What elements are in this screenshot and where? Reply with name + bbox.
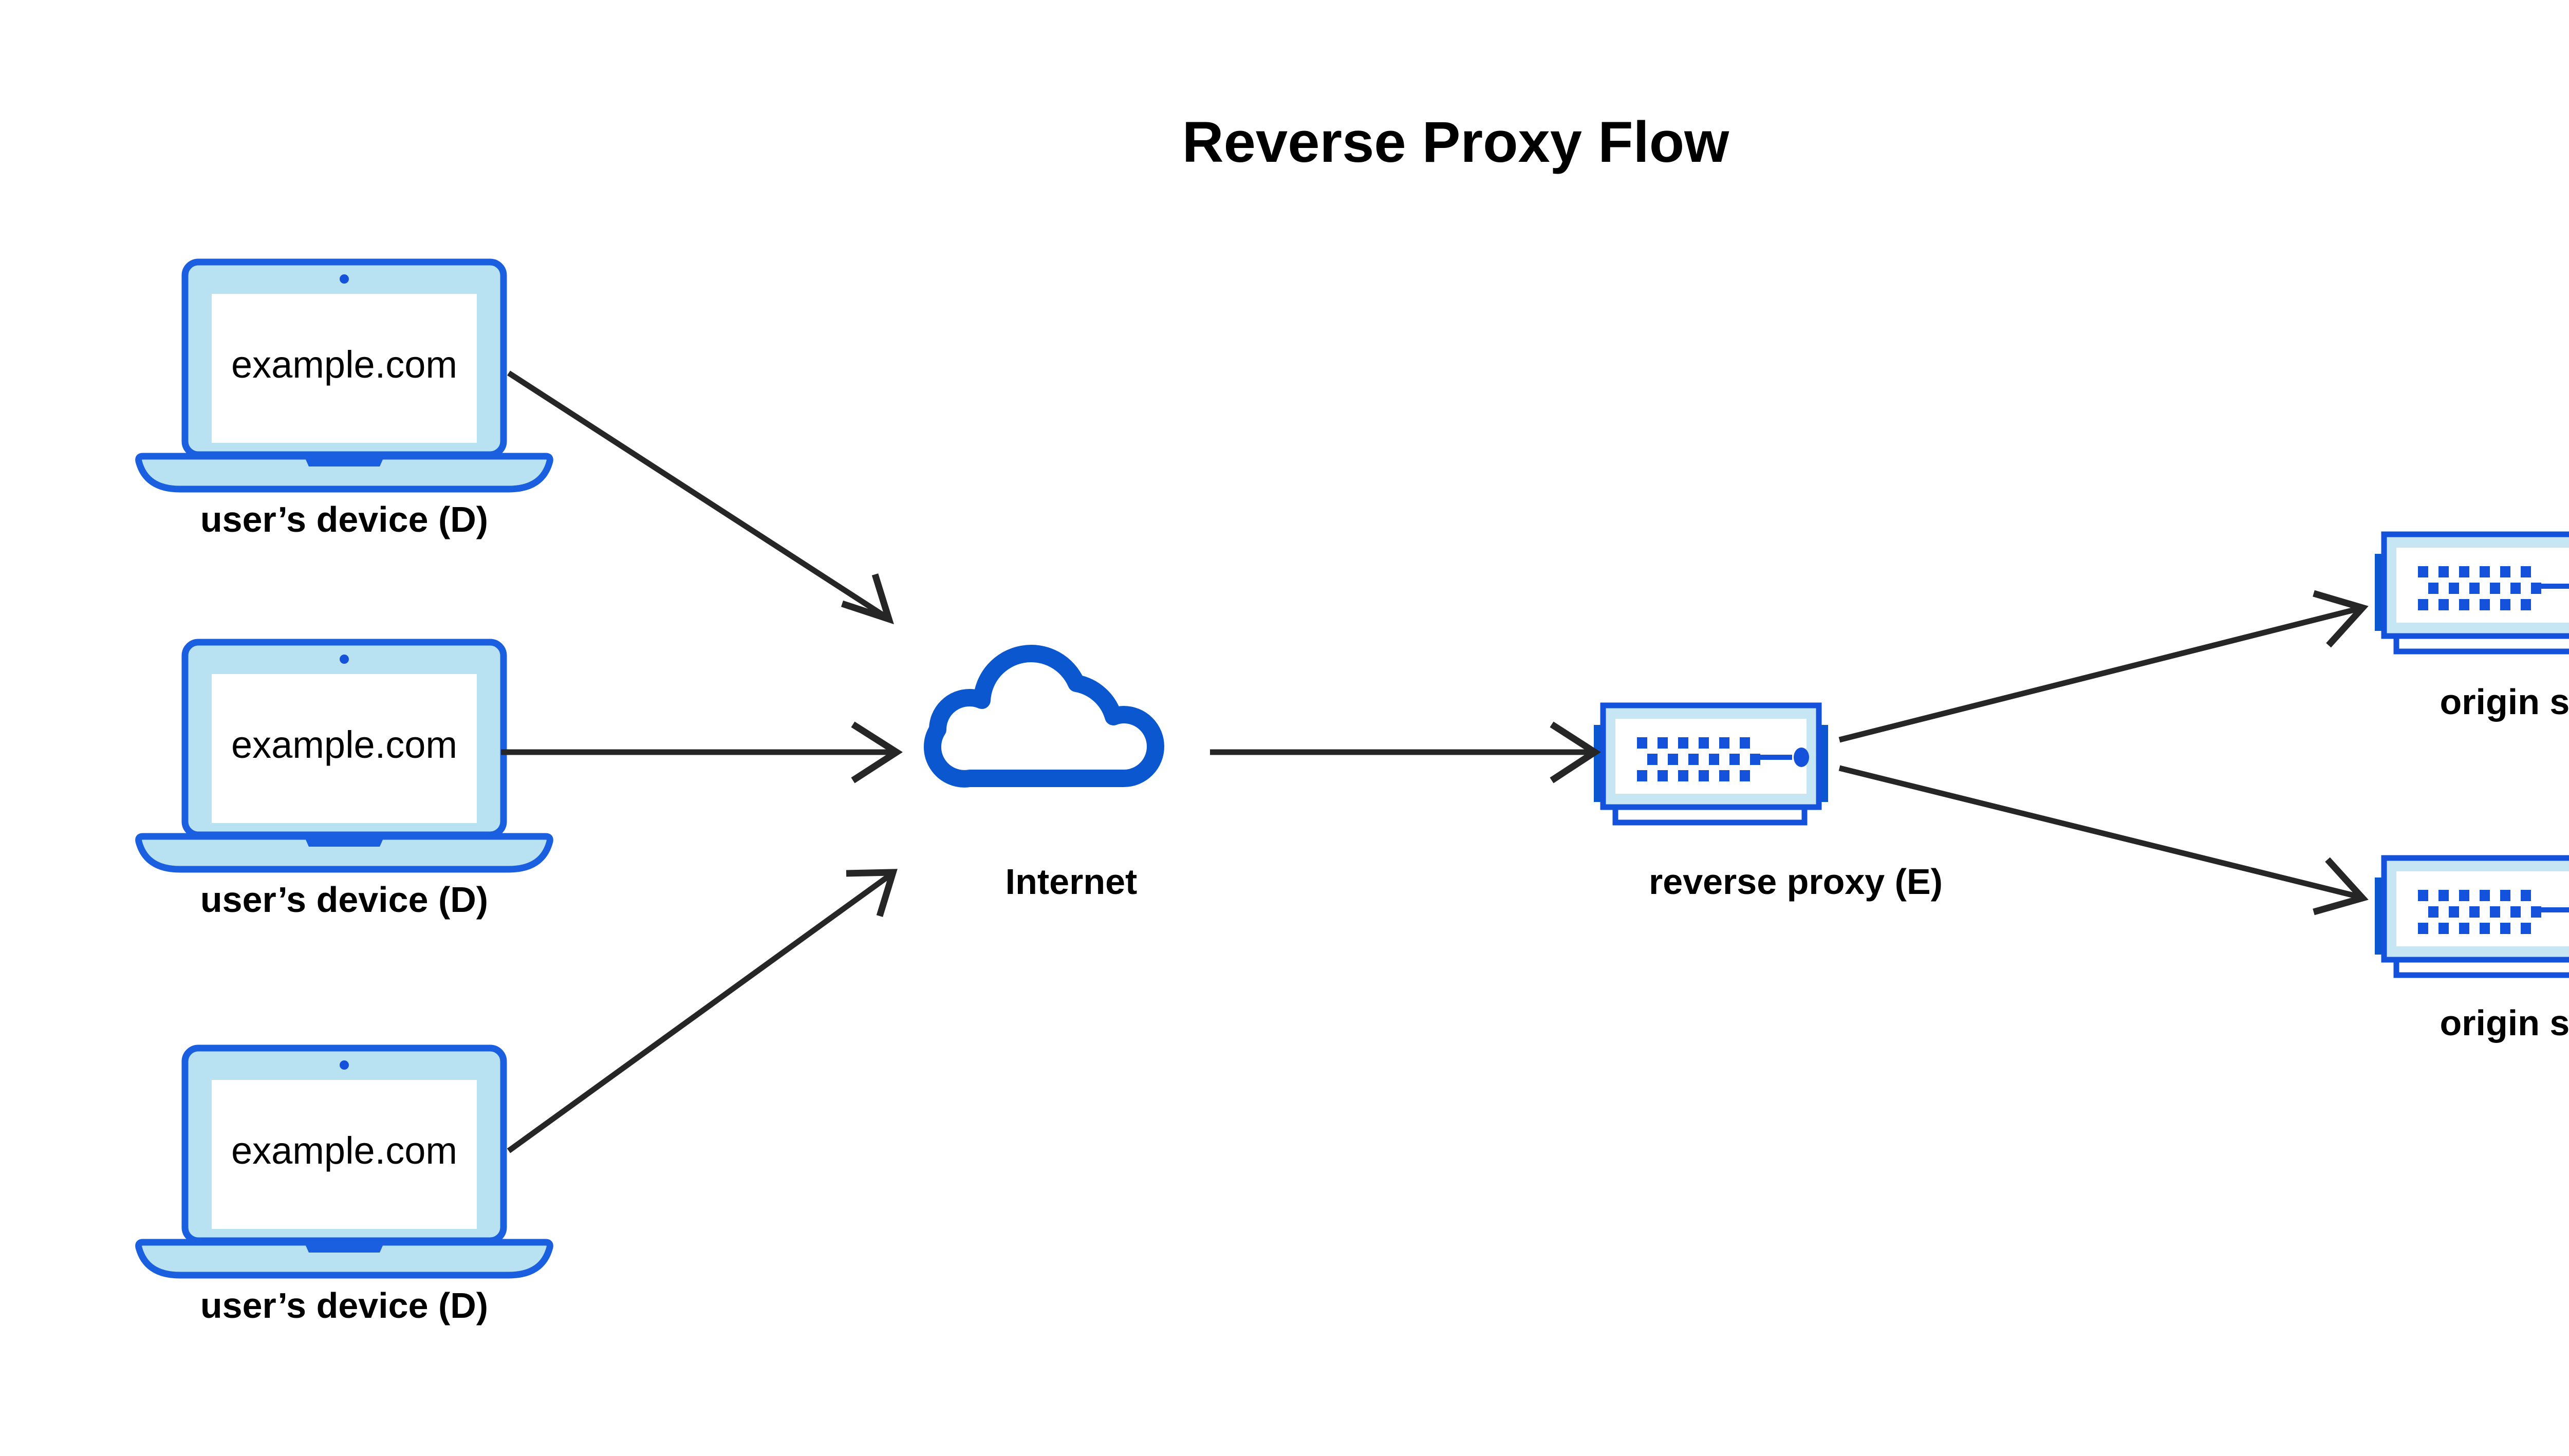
reverse-proxy-node[interactable]: reverse proxy (E) — [1594, 705, 1943, 902]
arrow-client3-to-internet — [507, 869, 898, 1153]
origin-server-label-2: origin server (F) — [2440, 1003, 2569, 1043]
internet-node[interactable]: Internet — [933, 654, 1156, 902]
page-title: Reverse Proxy Flow — [1182, 110, 1729, 174]
arrow-proxy-to-origin-2 — [1838, 765, 2369, 916]
reverse-proxy-label: reverse proxy (E) — [1649, 862, 1943, 902]
client-screen-text-3: example.com — [231, 1129, 457, 1172]
arrow-client2-to-internet — [501, 721, 903, 783]
origin-server-node-1[interactable]: origin server (F) — [2375, 534, 2569, 722]
client-node-2[interactable]: example.com user’s device (D) — [139, 642, 550, 920]
server-icon — [2375, 534, 2569, 651]
internet-label: Internet — [1006, 862, 1138, 902]
server-icon — [1594, 705, 1828, 823]
client-screen-text-2: example.com — [231, 723, 457, 766]
cloud-icon — [933, 654, 1156, 779]
client-node-1[interactable]: example.com user’s device (D) — [139, 262, 550, 539]
arrow-client1-to-internet — [507, 370, 894, 625]
client-label-3: user’s device (D) — [200, 1285, 488, 1326]
origin-server-label-1: origin server (F) — [2440, 682, 2569, 722]
client-node-3[interactable]: example.com user’s device (D) — [139, 1048, 550, 1326]
client-screen-text-1: example.com — [231, 343, 457, 386]
arrow-proxy-to-origin-1 — [1838, 590, 2369, 743]
server-icon — [2375, 858, 2569, 975]
client-label-2: user’s device (D) — [200, 880, 488, 920]
origin-server-node-2[interactable]: origin server (F) — [2375, 858, 2569, 1043]
client-label-1: user’s device (D) — [200, 499, 488, 539]
arrow-internet-to-proxy — [1210, 721, 1601, 783]
